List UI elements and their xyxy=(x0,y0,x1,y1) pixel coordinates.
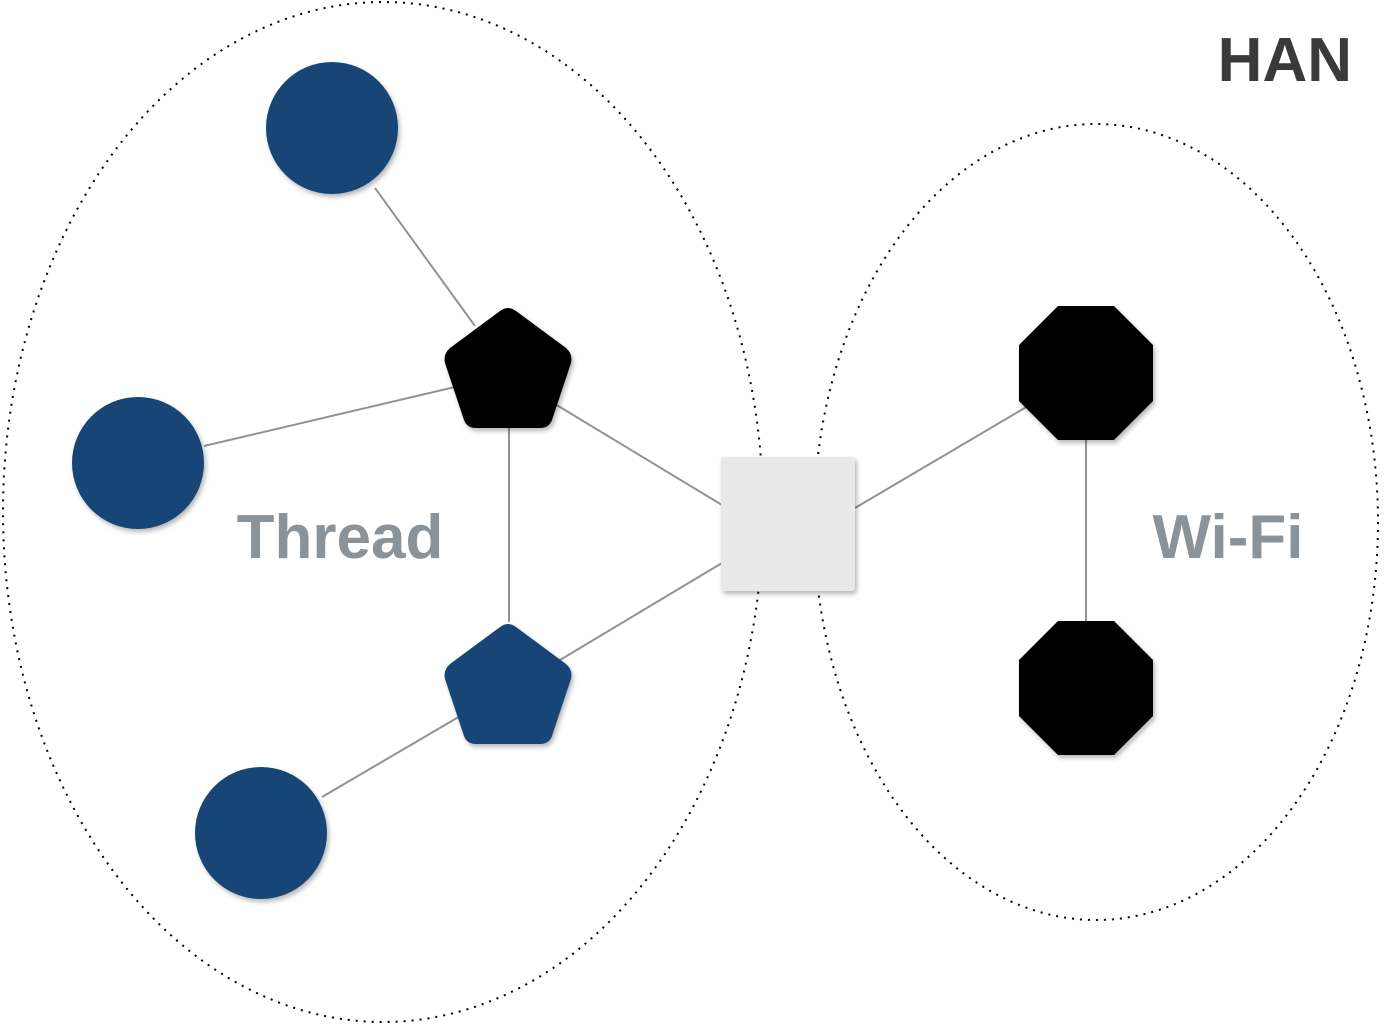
link-blue-router-hub xyxy=(559,562,723,661)
han-title: HAN xyxy=(1218,26,1352,95)
wifi-network-label: Wi-Fi xyxy=(1153,503,1304,572)
thread-end-device-top xyxy=(266,62,398,194)
link-black-router-hub xyxy=(554,403,723,506)
thread-network-label: Thread xyxy=(237,503,444,572)
border-router-square xyxy=(721,457,855,591)
link-left-circle-black-router xyxy=(203,386,456,447)
thread-end-device-left xyxy=(72,397,204,529)
thread-end-device-bottom xyxy=(195,767,327,899)
thread-router-blue-pentagon xyxy=(444,624,572,744)
link-hub-top-octagon xyxy=(854,405,1029,509)
link-top-circle-black-router xyxy=(374,187,476,327)
wifi-device-octagon-top xyxy=(1019,306,1153,440)
thread-router-black-pentagon xyxy=(444,308,572,428)
wifi-device-octagon-bottom xyxy=(1019,621,1153,755)
links xyxy=(203,187,1087,798)
wifi-network-boundary xyxy=(813,123,1379,921)
link-bottom-circle-blue-router xyxy=(321,714,463,798)
